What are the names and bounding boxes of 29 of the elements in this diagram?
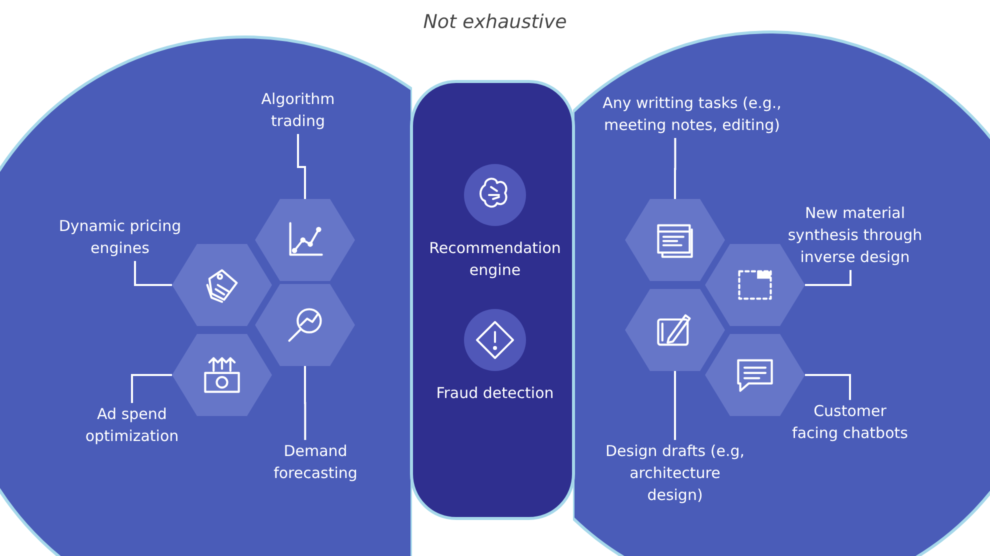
caption-text: Demand forecasting: [258, 440, 373, 486]
leader-line: [674, 371, 676, 440]
note-text: Not exhaustive: [422, 10, 568, 35]
caption-text: New material synthesis through inverse design: [780, 202, 930, 270]
leader-line: [131, 374, 172, 403]
caption-text: Dynamic pricing engines: [45, 215, 195, 261]
caption-text: Design drafts (e.g, architecture design): [600, 440, 750, 508]
hexagon-tile: [625, 289, 725, 371]
leader-line: [134, 261, 172, 286]
hexagon-tile: [705, 334, 805, 416]
hexagon-tile: [255, 284, 355, 366]
caption-text: Algorithm trading: [248, 88, 348, 134]
leader-line: [805, 270, 852, 286]
hexagon-tile: [172, 244, 272, 326]
hexagon-tile: [172, 334, 272, 416]
caption-text: Customer facing chatbots: [790, 400, 910, 446]
caption-text: Recommendation engine: [428, 238, 562, 281]
hexagon-tile: [255, 199, 355, 281]
circle-background: [0, 35, 412, 556]
leader-line: [304, 366, 306, 440]
caption-text: Any writting tasks (e.g., meeting notes, editing): [573, 92, 812, 138]
hexagon-tile: [625, 199, 725, 281]
caption-text: Ad spend optimization: [62, 403, 202, 449]
circle-background: [573, 30, 990, 556]
leader-line: [805, 374, 851, 400]
leader-line: [674, 138, 676, 199]
leader-line: [297, 134, 306, 199]
panel-background: [410, 80, 575, 520]
caption-text: Fraud detection: [436, 383, 554, 404]
